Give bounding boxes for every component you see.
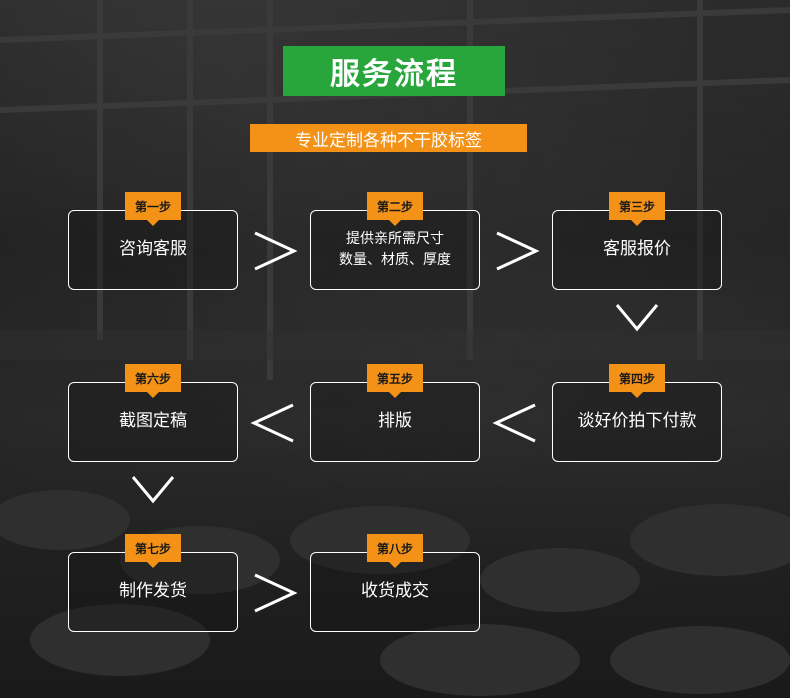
arrow-left-icon [492, 402, 538, 444]
step-3-text: 客服报价 [603, 239, 671, 260]
step-4-badge: 第四步 [609, 364, 665, 398]
arrow-down-icon [614, 302, 660, 332]
step-5-text: 排版 [378, 411, 412, 432]
step-1-badge: 第一步 [125, 192, 181, 226]
step-6-badge: 第六步 [125, 364, 181, 398]
page-title: 服务流程 [283, 46, 505, 96]
arrow-left-icon [250, 402, 296, 444]
step-8-text: 收货成交 [361, 581, 429, 602]
step-1-text: 咨询客服 [119, 239, 187, 260]
page-subtitle: 专业定制各种不干胶标签 [250, 124, 527, 152]
step-6-text: 截图定稿 [119, 411, 187, 432]
arrow-right-icon [494, 230, 540, 272]
step-8-badge: 第八步 [367, 534, 423, 568]
step-4-text: 谈好价拍下付款 [577, 411, 697, 432]
arrow-right-icon [252, 572, 298, 614]
step-3-badge: 第三步 [609, 192, 665, 226]
step-2-badge: 第二步 [367, 192, 423, 226]
step-5-badge: 第五步 [367, 364, 423, 398]
arrow-down-icon [130, 474, 176, 504]
arrow-right-icon [252, 230, 298, 272]
step-2-text-line1: 提供亲所需尺寸 [346, 231, 444, 247]
step-7-badge: 第七步 [125, 534, 181, 568]
step-6-box: 截图定稿 [68, 382, 238, 462]
step-2-text-line2: 数量、材质、厚度 [339, 252, 451, 268]
step-7-text: 制作发货 [119, 581, 187, 602]
